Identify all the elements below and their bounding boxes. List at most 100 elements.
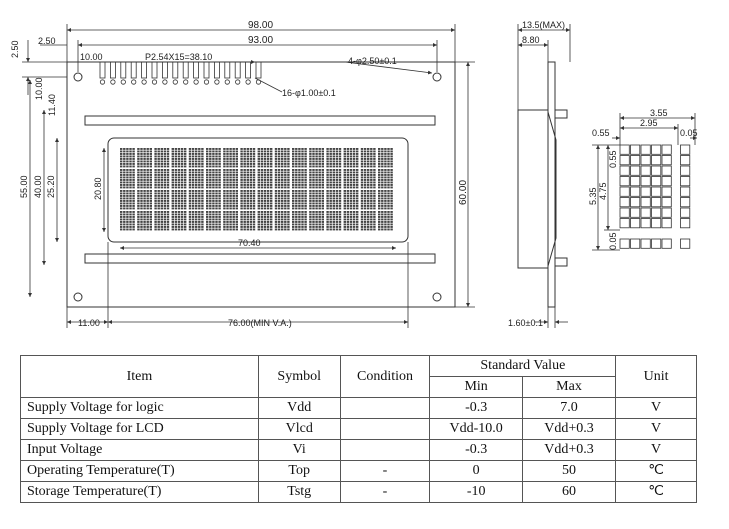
lcd-dot [160, 174, 163, 176]
lcd-dot [215, 226, 218, 228]
lcd-dot [363, 165, 367, 168]
lcd-dot [166, 186, 170, 189]
lcd-dot [381, 181, 384, 184]
lcd-dot [281, 160, 284, 163]
lcd-dot [140, 186, 143, 189]
lcd-dot [198, 226, 201, 228]
lcd-dot [266, 176, 270, 179]
lcd-dot [198, 150, 201, 153]
lcd-dot [298, 148, 301, 150]
lcd-dot [232, 197, 235, 200]
lcd-dot [352, 150, 356, 153]
lcd-dot [123, 226, 126, 228]
lcd-dot [277, 150, 281, 153]
lcd-dot [223, 186, 226, 189]
lcd-dot [166, 223, 170, 226]
lcd-dot [146, 155, 149, 158]
lcd-dot [206, 216, 209, 218]
lcd-dot [223, 197, 226, 200]
lcd-dot [195, 195, 198, 197]
lcd-dot [295, 216, 298, 218]
lcd-dot [232, 213, 235, 216]
lcd-dot [157, 218, 160, 221]
lcd-dot [232, 150, 235, 153]
lcd-dot [263, 218, 267, 221]
lcd-dot [240, 179, 243, 181]
lcd-dot [326, 195, 329, 197]
lcd-dot [298, 169, 301, 171]
lcd-dot [120, 192, 123, 195]
lcd-dot [174, 169, 178, 171]
lcd-dot [209, 223, 212, 226]
lcd-dot [367, 181, 370, 184]
table-row: Input Voltage Vi -0.3 Vdd+0.3 V [20, 439, 697, 461]
lcd-dot [171, 176, 174, 179]
lcd-dot [346, 200, 350, 202]
lcd-dot [315, 192, 318, 195]
lcd-dot [295, 200, 298, 202]
lcd-dot [232, 207, 235, 210]
lcd-dot [243, 160, 246, 163]
lcd-dot [132, 174, 135, 176]
lcd-dot [312, 195, 315, 197]
lcd-dot [338, 158, 342, 160]
lcd-dot [301, 221, 304, 223]
lcd-dot [198, 163, 201, 165]
lcd-dot [315, 148, 318, 150]
lcd-dot [143, 176, 146, 179]
dim-body-thickness: 8.80 [522, 35, 540, 45]
pin-hole [99, 79, 106, 85]
lcd-dot [295, 163, 298, 165]
lcd-dot [184, 163, 187, 165]
lcd-dot [281, 192, 284, 195]
lcd-dot [206, 148, 209, 150]
lcd-dot [356, 228, 359, 231]
lcd-dot [284, 202, 287, 205]
lcd-dot [146, 202, 149, 205]
lcd-dot [171, 221, 174, 223]
lcd-dot [226, 195, 229, 197]
lcd-dot [143, 221, 146, 223]
lcd-dot [206, 221, 209, 223]
lcd-dot [157, 190, 160, 192]
lcd-dot [318, 174, 321, 176]
lcd-dot [360, 221, 364, 223]
lcd-dot [329, 158, 332, 160]
lcd-dot [274, 202, 278, 205]
lcd-dot [292, 218, 295, 221]
lcd-dot [171, 228, 174, 231]
lcd-dot [356, 163, 359, 165]
lcd-dot [360, 218, 364, 221]
lcd-dot [180, 169, 184, 171]
lcd-dot [304, 202, 307, 205]
lcd-dot [370, 153, 373, 155]
char-dot [661, 144, 672, 155]
lcd-dot [184, 223, 187, 226]
lcd-dot [390, 174, 393, 176]
row-condition [339, 418, 431, 440]
lcd-dot [191, 205, 195, 207]
lcd-dot [229, 179, 232, 181]
lcd-dot [249, 205, 253, 207]
lcd-dot [120, 150, 123, 153]
lcd-dot [166, 165, 170, 168]
lcd-dot [260, 218, 264, 221]
lcd-dot [223, 171, 226, 174]
lcd-dot [177, 163, 181, 165]
row-condition: - [339, 460, 431, 482]
lcd-dot [370, 221, 373, 223]
lcd-dot [140, 200, 143, 202]
lcd-dot [226, 150, 229, 153]
lcd-dot [315, 205, 318, 207]
lcd-dot [195, 213, 198, 216]
mount-hole-br [432, 292, 442, 302]
lcd-dot [356, 160, 359, 163]
lcd-dot [198, 195, 201, 197]
lcd-dot [349, 181, 353, 184]
lcd-dot [274, 226, 278, 228]
lcd-dot [281, 228, 284, 231]
lcd-dot [263, 221, 267, 223]
lcd-dot [154, 174, 157, 176]
row-condition: - [339, 481, 431, 503]
lcd-dot [157, 174, 160, 176]
